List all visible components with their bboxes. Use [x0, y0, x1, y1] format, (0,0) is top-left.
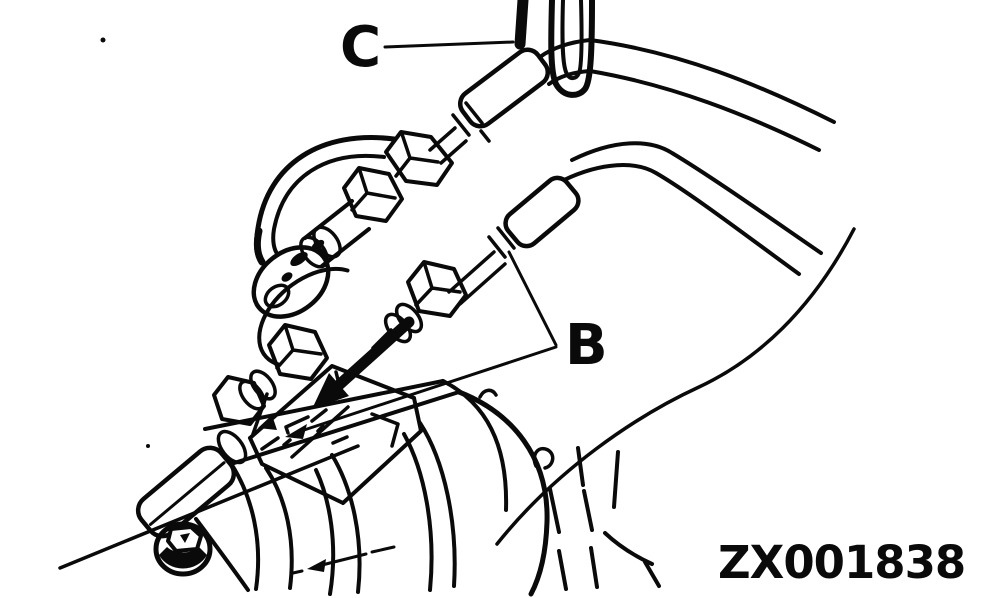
end-bolt-facet: [149, 461, 226, 526]
union-nut-facets: [350, 166, 397, 212]
port-tick-marks: [310, 408, 349, 445]
ink-shading: [311, 239, 325, 251]
clamp-stem: [514, 0, 529, 50]
sleeve-ridges: [487, 226, 516, 259]
band-inner: [271, 153, 386, 257]
housing-rib: [264, 466, 294, 590]
scan-speck: [146, 444, 150, 448]
housing-rib: [330, 453, 362, 594]
direction-arrow-shaft: [333, 316, 415, 391]
end-bolt-body: [135, 445, 237, 539]
annotation: [285, 40, 558, 575]
body-contours: [58, 37, 856, 592]
leader-line-b-upper: [507, 250, 558, 347]
bolt-head-mark: [180, 533, 190, 543]
ink-shading: [281, 272, 293, 282]
hose-top-edge: [570, 141, 823, 255]
boot-lines: [548, 446, 661, 591]
scan-speck: [100, 37, 106, 43]
sleeve-ridges: [451, 101, 491, 143]
leader-arrowhead: [285, 424, 307, 439]
leader-line-c: [383, 40, 515, 49]
loop-bracket: [251, 135, 397, 367]
housing-rib: [314, 468, 336, 596]
small-arrow-head: [307, 559, 326, 572]
hose-bottom-edge: [588, 69, 821, 152]
mount-ear: [532, 447, 555, 470]
hose-bend: [538, 38, 592, 59]
return-hose: [342, 38, 836, 223]
housing-bottom-edge: [194, 517, 250, 592]
metal-tube: [447, 250, 507, 306]
bolt-flange-shadow: [159, 547, 207, 569]
hose-bend: [547, 69, 592, 86]
housing-top-edges: [203, 379, 461, 466]
hose-bottom-edge: [562, 163, 801, 276]
housing-end-inner: [441, 379, 509, 512]
clamp-strap-inner: [560, 0, 584, 81]
direction-arrow-head: [312, 373, 349, 409]
label-b: B: [565, 313, 608, 378]
boot-dashes: [548, 446, 620, 591]
label-c: C: [340, 15, 381, 80]
crimp-sleeve: [503, 175, 581, 249]
housing-end-cap: [456, 389, 550, 597]
mount-ear: [478, 388, 498, 399]
end-disc: [251, 245, 331, 319]
band-shadow: [253, 227, 266, 266]
boot-dashes: [603, 531, 661, 588]
flare-nut-facets: [414, 260, 462, 307]
crimp-sleeve: [457, 47, 551, 129]
housing-rib: [230, 463, 261, 591]
pressure-hose: [371, 141, 823, 350]
metal-tube: [428, 126, 468, 165]
housing-rib: [418, 421, 457, 588]
body-contour-curve: [495, 227, 856, 546]
housing-tick-marks: [260, 415, 310, 451]
chassis-edge-line: [58, 444, 360, 570]
ink-shading: [290, 251, 308, 267]
flare-nut: [384, 130, 454, 187]
gear-housing: [203, 379, 555, 597]
ring-bracket: [257, 266, 350, 367]
small-arrow-line: [291, 545, 396, 575]
housing-rib: [402, 432, 434, 592]
end-bolt: [135, 445, 237, 539]
flange-bolt: [153, 521, 213, 577]
hex-facets: [275, 323, 323, 370]
flare-nut-facets: [394, 132, 440, 178]
figure-code: ZX001838: [718, 536, 965, 589]
bolt-flange-outer: [153, 521, 213, 577]
hose-top-edge: [588, 38, 836, 124]
leader-line-b-lower: [296, 345, 558, 434]
